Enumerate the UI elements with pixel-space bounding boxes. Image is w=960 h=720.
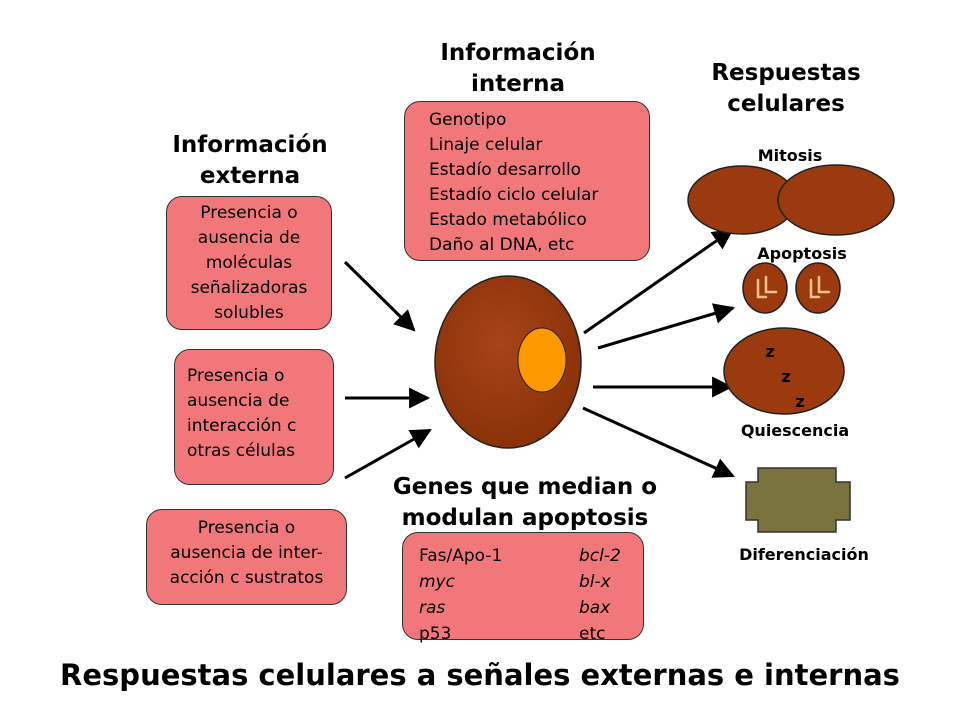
external-box3-line3: acción c sustratos [169,568,324,588]
genes-row: Fas/Apo-1 bcl-2 [419,543,659,569]
arrow-to-differentiation [582,406,735,478]
heading-external-line1: Información [172,132,328,158]
external-box1-line3: moléculas [205,253,293,273]
quiescent-cell [723,327,845,415]
label-differentiation: Diferenciación [739,545,869,564]
quiescence-z-3: z [795,392,805,411]
internal-info-box: Genotipo Linaje celular Estadío desarrol… [404,101,650,261]
heading-external-info: Información externa [140,130,360,192]
genes-table: Fas/Apo-1 bcl-2 myc bl-x ras bax p53 etc [419,543,659,647]
heading-internal-line1: Información [440,40,596,66]
arrow-external-1 [343,260,416,332]
gene-right-2: bl-x [579,571,611,592]
heading-internal-info: Información interna [400,38,636,100]
central-cell [434,275,582,449]
external-box-cell-interaction: Presencia o ausencia de interacción c ot… [174,349,334,485]
heading-genes: Genes que median o modulan apoptosis [355,472,695,534]
page-title: Respuestas celulares a señales externas … [60,658,900,692]
gene-right-1: bcl-2 [579,545,621,566]
genes-row: myc bl-x [419,569,659,595]
external-box1-line5: solubles [214,303,284,323]
gene-left-1: Fas/Apo-1 [419,545,503,566]
apoptosis-fragment-marks [756,275,831,299]
arrow-external-3 [344,428,432,480]
internal-item-lineage: Linaje celular [429,135,543,155]
external-box2-line3: interacción c [187,416,297,436]
internal-item-development: Estadío desarrollo [429,160,582,180]
external-box3-line2: ausencia de inter- [170,543,323,563]
gene-right-4: etc [579,623,606,644]
heading-genes-line1: Genes que median o [392,474,658,500]
heading-cell-responses: Respuestas celulares [686,58,886,120]
genes-row: p53 etc [419,621,659,647]
mitosis-cell-right [777,164,895,236]
heading-responses-line2: celulares [727,91,845,117]
label-mitosis: Mitosis [757,146,823,165]
quiescence-z-1: z [765,342,775,361]
heading-genes-line2: modulan apoptosis [401,505,649,531]
external-box3-line1: Presencia o [197,518,296,538]
external-box2-line2: ausencia de [187,391,290,411]
cell-nucleus [517,327,567,393]
internal-item-dna-damage: Daño al DNA, etc [429,235,575,255]
external-box-soluble-molecules: Presencia o ausencia de moléculas señali… [166,196,332,330]
genes-box: Fas/Apo-1 bcl-2 myc bl-x ras bax p53 etc [402,532,644,644]
differentiated-cell [745,467,851,533]
external-box1-line1: Presencia o [200,203,298,223]
internal-item-genotype: Genotipo [429,110,507,130]
external-box2-line4: otras células [187,441,296,461]
external-box1-line4: señalizadoras [190,278,308,298]
gene-right-3: bax [579,597,611,618]
gene-left-2: myc [419,571,455,592]
arrow-to-mitosis [583,228,734,335]
external-box-substrate-interaction: Presencia o ausencia de inter- acción c … [146,509,347,605]
external-box2-line1: Presencia o [187,366,285,386]
heading-external-line2: externa [199,163,301,189]
quiescence-z-2: z [781,367,791,386]
heading-internal-line2: interna [470,71,566,97]
gene-left-4: p53 [419,623,452,644]
arrow-to-apoptosis [597,303,736,350]
heading-responses-line1: Respuestas [711,60,861,86]
internal-item-cell-cycle: Estadío ciclo celular [429,185,599,205]
genes-row: ras bax [419,595,659,621]
label-apoptosis: Apoptosis [757,244,847,263]
internal-item-metabolic: Estado metabólico [429,210,587,230]
label-quiescence: Quiescencia [740,421,850,440]
gene-left-3: ras [419,597,446,618]
external-box1-line2: ausencia de [197,228,301,248]
